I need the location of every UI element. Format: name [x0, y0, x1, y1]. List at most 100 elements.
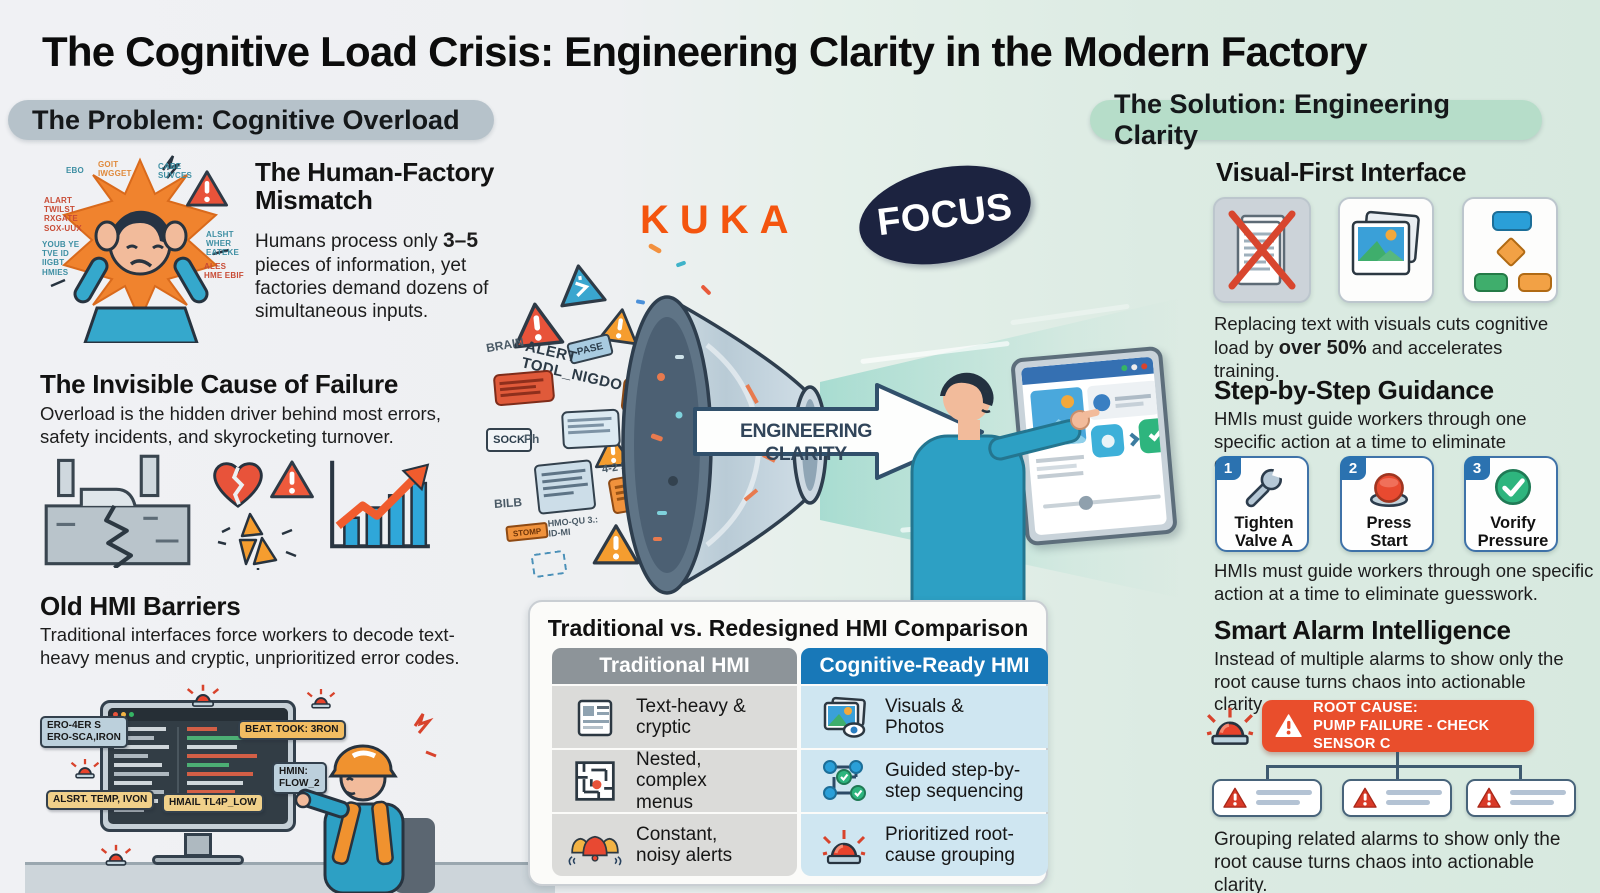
alarm-siren-icon: [100, 844, 132, 866]
alarm-siren-icon: [306, 689, 336, 709]
grouped-alarm-card: [1212, 779, 1322, 817]
wrench-icon: [1245, 466, 1287, 508]
invisible-body: Overload is the hidden driver behind mos…: [40, 403, 442, 447]
comparison-col-traditional: Traditional HMI: [552, 648, 797, 684]
mismatch-body: Humans process only 3–5 pieces of inform…: [255, 228, 493, 323]
noisy-bells-icon: [568, 819, 622, 871]
chevron-right-icon: [1125, 432, 1140, 447]
barriers-body: Traditional interfaces force workers to …: [40, 624, 460, 668]
alarm-siren-icon: [186, 684, 220, 707]
visual-first-body: Replacing text with visuals cuts cogniti…: [1214, 313, 1549, 381]
mismatch-heading: The Human-Factory Mismatch: [255, 157, 495, 216]
layout-shapes-card: [1462, 197, 1558, 303]
invisible-heading: The Invisible Cause of Failure: [40, 369, 398, 399]
comparison-cell-label: Text-heavy & cryptic: [636, 695, 746, 738]
scatter-word: ALSHT WHER EATEKE: [206, 230, 240, 258]
problem-header-label: The Problem: Cognitive Overload: [32, 104, 460, 135]
grouped-alarm-card: [1466, 779, 1576, 817]
clarity-arrow-label: ENGINEERING CLARITY: [739, 420, 873, 465]
step-flow-icon: [817, 755, 871, 807]
scatter-word: YOUB YE TVE ID IIGBT HMIES: [42, 240, 80, 277]
orange-block-shape: [1518, 273, 1552, 292]
factory-worker-illustration: [295, 713, 437, 893]
scatter-word: ALES HME EBIF: [204, 262, 244, 281]
tree-connector: [1519, 765, 1522, 779]
scatter-word: ALART TWILST RXGATE SOX-UUX: [44, 196, 82, 233]
alarm-body: Instead of multiple alarms to show only …: [1214, 648, 1564, 715]
page-title: The Cognitive Load Crisis: Engineering C…: [42, 28, 1368, 75]
comparison-cell: Visuals & Photos: [801, 686, 1048, 748]
step-card-2: 2 Press Start: [1340, 456, 1434, 552]
scatter-word: GOIT IWGGET: [98, 160, 132, 179]
newspaper-icon: [568, 691, 622, 743]
mismatch-body-post: pieces of information, yet factories dem…: [255, 254, 489, 322]
root-cause-detail: PUMP FAILURE - CHECK SENSOR C: [1313, 717, 1490, 753]
solution-header-pill: The Solution: Engineering Clarity: [1090, 89, 1542, 150]
chaos-label: Ph: [524, 432, 540, 446]
tree-connector: [1396, 752, 1399, 765]
monitor-base: [152, 855, 244, 865]
grouped-alarm-card: [1342, 779, 1452, 817]
comparison-cell-label: Prioritized root-cause grouping: [885, 823, 1015, 866]
warning-triangle-icon: [186, 170, 228, 207]
rising-chart-icon: [330, 460, 430, 549]
comparison-cell-label: Visuals & Photos: [885, 695, 964, 738]
operator-illustration: [910, 372, 1100, 638]
broken-heart-icon: [213, 462, 263, 508]
tree-connector: [1396, 765, 1399, 779]
chaos-label: BILB: [493, 495, 523, 511]
tree-connector: [1266, 765, 1269, 779]
step-number-badge: 3: [1464, 456, 1490, 480]
solution-header-label: The Solution: Engineering Clarity: [1114, 89, 1450, 150]
comparison-cell-label: Guided step-by-step sequencing: [885, 759, 1024, 802]
mismatch-body-pre: Humans process only: [255, 231, 443, 252]
check-circle-icon: [1494, 468, 1532, 506]
warning-triangle-icon: [592, 524, 640, 565]
root-cause-label: ROOT CAUSE:: [1313, 699, 1418, 716]
kuka-logo: KUKA: [640, 198, 800, 242]
tree-connector: [1266, 765, 1522, 768]
guidance-heading: Step-by-Step Guidance: [1214, 375, 1494, 405]
stressed-worker-illustration: [50, 155, 230, 343]
warning-triangle-icon: [513, 302, 565, 349]
chaos-bubble: [492, 369, 556, 407]
comparison-cell: Nested, complex menus: [552, 749, 797, 813]
confetti: [675, 260, 687, 268]
photos-eye-icon: [817, 691, 871, 743]
comparison-cell-label: Nested, complex menus: [636, 749, 707, 813]
warning-triangle-icon: [1353, 787, 1377, 808]
error-callout: ERO-4ER S ERO-SCA,IRON: [40, 716, 128, 748]
blue-triangle-icon: [560, 264, 607, 308]
warning-triangle-icon: [1223, 787, 1247, 808]
warning-triangle-icon: [270, 460, 314, 499]
confetti: [647, 242, 663, 255]
warning-triangle-icon: [1477, 787, 1501, 808]
photos-card: [1338, 197, 1434, 303]
comparison-cell: Constant, noisy alerts: [552, 814, 797, 876]
start-button-icon: [1369, 473, 1409, 508]
maze-icon: [568, 755, 622, 807]
white-warning-triangle-icon: [1275, 714, 1302, 737]
root-cause-banner: ROOT CAUSE: PUMP FAILURE - CHECK SENSOR …: [1262, 700, 1534, 752]
blue-block-shape: [1492, 211, 1532, 231]
screen-confirm-button: [1137, 417, 1168, 454]
mismatch-body-bold: 3–5: [442, 229, 479, 252]
alarm-body-2: Grouping related alarms to show only the…: [1214, 829, 1561, 893]
scatter-word: EBO: [66, 166, 84, 175]
comparison-cell: Guided step-by-step sequencing: [801, 750, 1048, 812]
comparison-cell: Text-heavy & cryptic: [552, 686, 797, 748]
guidance-body-2: HMIs must guide workers through one spec…: [1214, 560, 1594, 604]
alarm-heading: Smart Alarm Intelligence: [1214, 615, 1511, 645]
chaos-label: SOCK: [486, 428, 532, 452]
shattered-triangle-icon: [217, 512, 297, 570]
problem-header-pill: The Problem: Cognitive Overload: [8, 100, 494, 140]
diamond-shape: [1495, 236, 1527, 268]
error-callout: BEAT. TOOK: 3RON: [238, 720, 346, 740]
alarm-siren-icon: [1206, 707, 1254, 745]
desk-surface: [25, 862, 555, 893]
priority-siren-icon: [817, 819, 871, 871]
comparison-title: Traditional vs. Redesigned HMI Compariso…: [547, 615, 1029, 641]
comparison-col-cognitive: Cognitive-Ready HMI: [801, 648, 1048, 684]
monitor-stand: [184, 833, 212, 857]
hmi-comparison-card: Traditional vs. Redesigned HMI Compariso…: [528, 600, 1048, 886]
